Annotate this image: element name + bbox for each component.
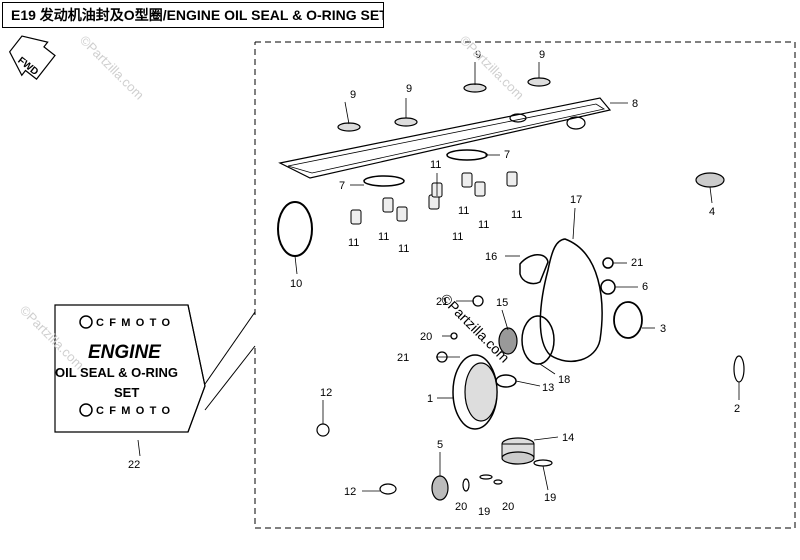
- oil-seal-14: [501, 437, 535, 465]
- oil-seal-15: [498, 327, 518, 355]
- callout-14: 14: [562, 432, 574, 444]
- callout-10: 10: [290, 278, 302, 290]
- kit-line-set: SET: [114, 385, 139, 400]
- kit-line-oil-seal: OIL SEAL & O-RING: [55, 365, 178, 380]
- fwd-arrow-icon: FWD: [8, 35, 56, 80]
- callout-3: 3: [660, 323, 666, 335]
- callout-22: 22: [128, 459, 140, 471]
- cover-gasket-17: [539, 238, 603, 363]
- callout-11c: 11: [478, 219, 489, 231]
- o-ring-20: [450, 332, 458, 340]
- crankshaft-oil-seal: [452, 354, 498, 430]
- o-ring-6: [600, 279, 616, 295]
- o-ring-10: [277, 201, 313, 257]
- kit-leader-line: [204, 311, 256, 385]
- callout-20b: 20: [455, 501, 467, 513]
- o-ring-7: [446, 149, 488, 161]
- spark-plug-seal: [527, 77, 551, 87]
- callout-labels: 1 2 3 4 5 6 7 7 8 9 9 9 9 10 11 11 11 11…: [128, 49, 740, 518]
- kit-boundary: [254, 41, 796, 529]
- kit-line-engine: ENGINE: [88, 342, 162, 363]
- callout-7a: 7: [504, 149, 510, 161]
- callout-11b: 11: [458, 205, 469, 217]
- callout-21b: 21: [397, 352, 409, 364]
- cfmoto-logo-icon: [79, 315, 93, 329]
- callout-21a: 21: [436, 296, 448, 308]
- callout-16: 16: [485, 251, 497, 263]
- oil-seal-5: [431, 475, 449, 501]
- o-ring-7: [363, 175, 405, 187]
- callout-15: 15: [496, 297, 508, 309]
- callout-11h: 11: [452, 231, 463, 243]
- callout-2: 2: [734, 403, 740, 415]
- callout-11d: 11: [511, 209, 522, 221]
- callout-9d: 9: [539, 49, 545, 61]
- callout-11f: 11: [378, 231, 389, 243]
- callout-11g: 11: [398, 243, 409, 255]
- spark-plug-seal: [463, 83, 487, 93]
- o-ring-3: [613, 301, 643, 339]
- callout-19b: 19: [544, 492, 556, 504]
- callout-13: 13: [542, 382, 554, 394]
- callout-7b: 7: [339, 180, 345, 192]
- callout-6: 6: [642, 281, 648, 293]
- o-ring-13: [495, 374, 517, 388]
- callout-5: 5: [437, 439, 443, 451]
- kit-leader-line: [204, 345, 256, 411]
- callout-20c: 20: [502, 501, 514, 513]
- diagram-title: E19 发动机油封及O型圈/ENGINE OIL SEAL & O-RING S…: [2, 2, 384, 28]
- leader-lines: [137, 62, 740, 492]
- spark-plug-seal: [337, 122, 361, 132]
- cfmoto-logo-icon: [79, 403, 93, 417]
- callout-9b: 9: [406, 83, 412, 95]
- spark-plug-seal: [394, 117, 418, 127]
- callout-4: 4: [709, 206, 715, 218]
- callout-19a: 19: [478, 506, 490, 518]
- callout-8: 8: [632, 98, 638, 110]
- callout-9a: 9: [350, 89, 356, 101]
- callout-17: 17: [570, 194, 582, 206]
- o-ring-21: [472, 295, 484, 307]
- o-ring-18: [521, 315, 555, 365]
- callout-12a: 12: [320, 387, 332, 399]
- valve-stem-seals: [350, 171, 518, 225]
- callout-12b: 12: [344, 486, 356, 498]
- kit-card: CFMOTO ENGINE OIL SEAL & O-RING SET CFMO…: [54, 304, 206, 433]
- callout-21c: 21: [631, 257, 643, 269]
- callout-1: 1: [427, 393, 433, 405]
- gasket-16: [519, 254, 549, 285]
- small-o-rings: [316, 355, 745, 495]
- callout-11a: 11: [430, 159, 441, 171]
- callout-9c: 9: [475, 49, 481, 61]
- callout-20a: 20: [420, 331, 432, 343]
- callout-11e: 11: [348, 237, 359, 249]
- valve-cover-gasket: [278, 97, 612, 179]
- oil-seal-4: [695, 172, 725, 188]
- o-ring-21: [602, 257, 614, 269]
- callout-18: 18: [558, 374, 570, 386]
